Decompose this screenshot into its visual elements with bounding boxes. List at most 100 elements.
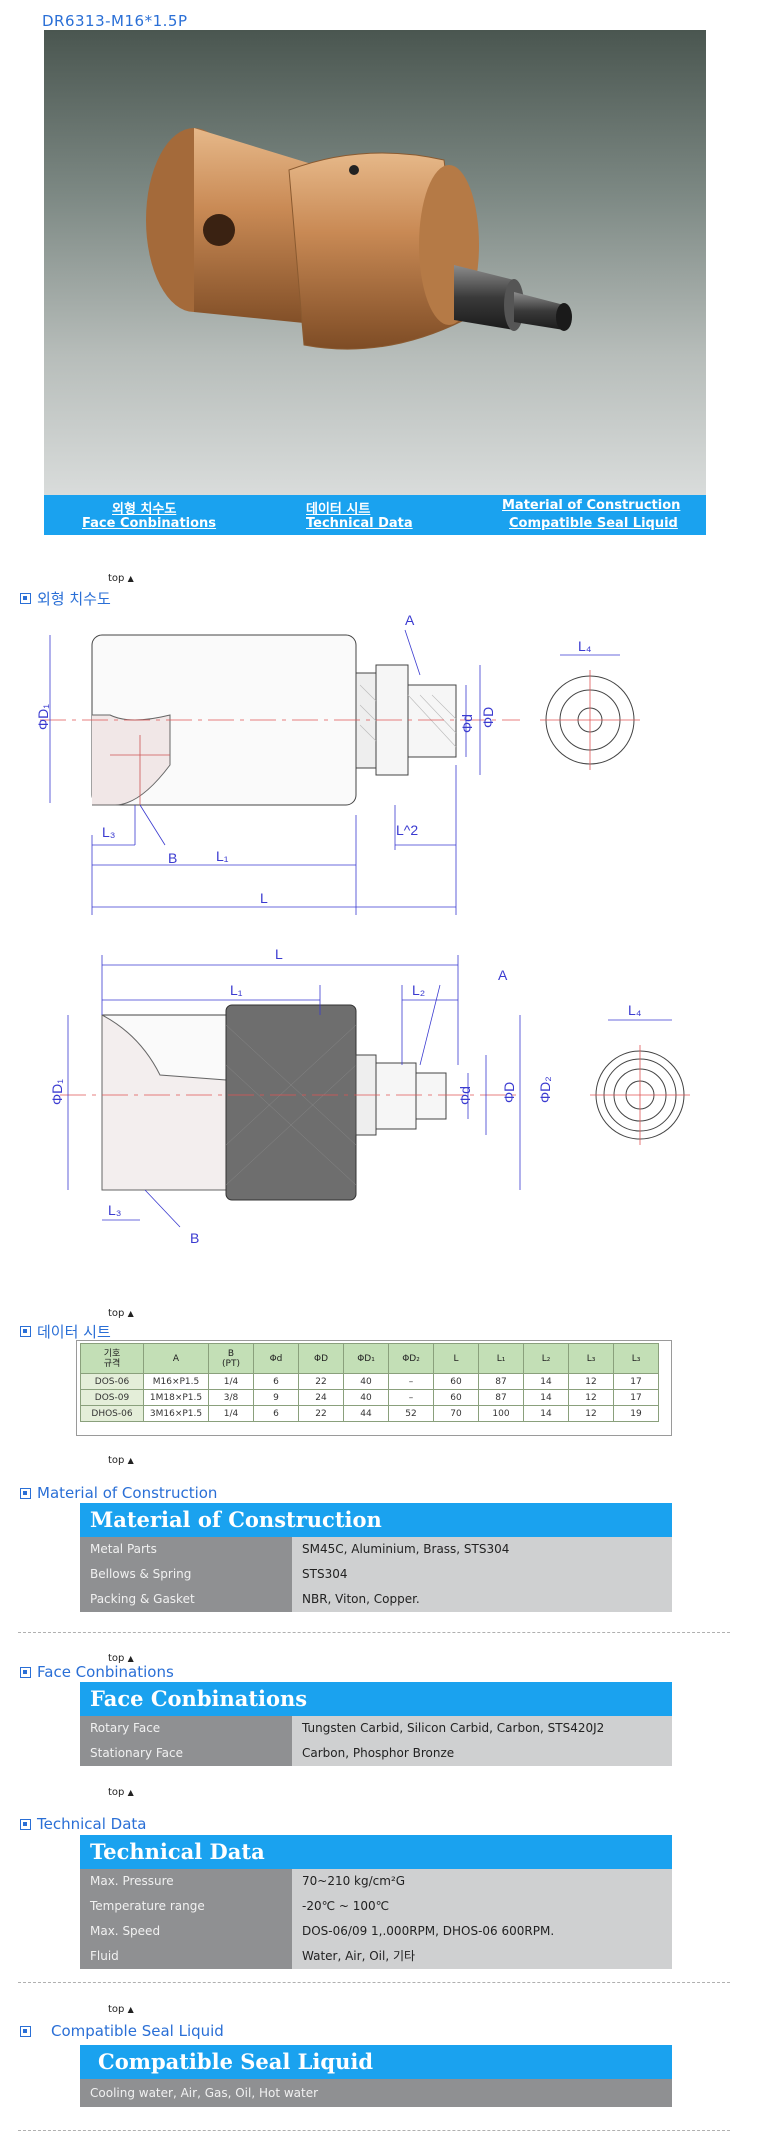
label-phi-d2: ΦD₂ <box>537 1076 553 1103</box>
section-bullet-icon <box>20 1326 31 1337</box>
col-header: A <box>143 1343 209 1374</box>
model-title: DR6313-M16*1.5P <box>42 12 188 30</box>
top-label: top <box>108 573 125 584</box>
table-cell: DOS-06 <box>80 1373 144 1390</box>
top-link[interactable]: top ▲ <box>108 2004 134 2015</box>
table-cell: 17 <box>613 1389 659 1406</box>
divider <box>18 1632 730 1633</box>
label-phi-d1-bottom: ΦD₁ <box>49 1079 65 1105</box>
section-title: Technical Data <box>37 1815 147 1833</box>
spec-value: DOS-06/09 1,.000RPM, DHOS-06 600RPM. <box>292 1919 672 1944</box>
label-l-bottom: L <box>275 946 283 962</box>
table-cell: 22 <box>298 1373 344 1390</box>
table-cell: 14 <box>523 1405 569 1422</box>
table-cell: 1/4 <box>208 1405 254 1422</box>
top-label: top <box>108 1308 125 1319</box>
section-bullet-icon <box>20 593 31 604</box>
table-cell: 12 <box>568 1405 614 1422</box>
seal-text: Cooling water, Air, Gas, Oil, Hot water <box>80 2079 672 2107</box>
spec-value: Carbon, Phosphor Bronze <box>292 1741 672 1766</box>
dimension-drawing: ΦD₁ ΦD Φd A B L₃ L₁ L L^2 L₄ <box>20 605 740 1275</box>
col-header: L <box>433 1343 479 1374</box>
spec-key: Stationary Face <box>80 1741 292 1766</box>
top-label: top <box>108 1455 125 1466</box>
table-cell: 3M16×P1.5 <box>143 1405 209 1422</box>
label-phi-d-bottom: ΦD <box>501 1082 517 1103</box>
label-l1-bottom: L₁ <box>230 982 243 998</box>
table-cell: 19 <box>613 1405 659 1422</box>
table-cell: 6 <box>253 1405 299 1422</box>
label-phi-d1: ΦD₁ <box>35 704 51 730</box>
table-cell: 40 <box>343 1373 389 1390</box>
up-arrow-icon: ▲ <box>127 1788 134 1797</box>
section-nav: 외형 치수도 데이터 시트 Material of Construction F… <box>44 495 706 535</box>
col-header: Φd <box>253 1343 299 1374</box>
spec-key: Max. Pressure <box>80 1869 292 1894</box>
section-bullet-icon <box>20 1818 31 1830</box>
col-header: L₁ <box>478 1343 524 1374</box>
top-link[interactable]: top ▲ <box>108 1787 134 1798</box>
spec-value: 70~210 kg/cm²G <box>292 1869 672 1894</box>
nav-link-technical[interactable]: Technical Data <box>306 516 413 531</box>
table-cell: 3/8 <box>208 1389 254 1406</box>
label-l3-bottom: L₃ <box>108 1202 122 1218</box>
nav-link-dimensions[interactable]: 외형 치수도 <box>112 502 177 517</box>
nav-link-seal[interactable]: Compatible Seal Liquid <box>509 516 678 531</box>
table-cell: 60 <box>433 1373 479 1390</box>
spec-value: Tungsten Carbid, Silicon Carbid, Carbon,… <box>292 1716 672 1741</box>
table-cell: 1M18×P1.5 <box>143 1389 209 1406</box>
label-l4-top: L₄ <box>578 638 592 654</box>
table-cell: 22 <box>298 1405 344 1422</box>
label-l1-top: L₁ <box>216 848 229 864</box>
table-cell: 14 <box>523 1373 569 1390</box>
spec-value: NBR, Viton, Copper. <box>292 1587 672 1612</box>
up-arrow-icon: ▲ <box>127 1654 134 1663</box>
table-cell: DOS-09 <box>80 1389 144 1406</box>
drawing-top-view: ΦD₁ ΦD Φd A B L₃ L₁ L L^2 L₄ <box>35 612 640 915</box>
top-label: top <box>108 1787 125 1798</box>
drawing-bottom-view: L L₁ L₂ A B L₃ ΦD₁ ΦD₂ ΦD Φd L₄ <box>49 946 690 1246</box>
section-title: Compatible Seal Liquid <box>51 2022 224 2040</box>
table-cell: 60 <box>433 1389 479 1406</box>
top-label: top <box>108 1653 125 1664</box>
col-header: ΦD₂ <box>388 1343 434 1374</box>
section-title: Material of Construction <box>37 1484 218 1502</box>
nav-link-material[interactable]: Material of Construction <box>502 498 681 513</box>
spec-value: -20℃ ~ 100℃ <box>292 1894 672 1919</box>
label-lcaret2: L^2 <box>396 822 418 838</box>
nav-link-datasheet[interactable]: 데이터 시트 <box>306 502 371 517</box>
up-arrow-icon: ▲ <box>127 1309 134 1318</box>
spec-value: Water, Air, Oil, 기타 <box>292 1944 672 1969</box>
spec-key: Rotary Face <box>80 1716 292 1741</box>
col-header: ΦD₁ <box>343 1343 389 1374</box>
top-label: top <box>108 2004 125 2015</box>
label-a-top: A <box>405 612 415 628</box>
up-arrow-icon: ▲ <box>127 574 134 583</box>
spec-value: SM45C, Aluminium, Brass, STS304 <box>292 1537 672 1562</box>
section-heading-datasheet: 데이터 시트 <box>20 1321 111 1342</box>
label-l4-bottom: L₄ <box>628 1002 642 1018</box>
table-cell: 12 <box>568 1389 614 1406</box>
table-cell: 1/4 <box>208 1373 254 1390</box>
top-link[interactable]: top ▲ <box>108 573 134 584</box>
label-phi-d-small-bottom: Φd <box>457 1086 473 1105</box>
top-link[interactable]: top ▲ <box>108 1308 134 1319</box>
top-link[interactable]: top ▲ <box>108 1653 134 1664</box>
table-cell: 14 <box>523 1389 569 1406</box>
label-l3-top: L₃ <box>102 824 116 840</box>
col-header: L₃ <box>568 1343 614 1374</box>
nav-link-face[interactable]: Face Conbinations <box>82 516 217 531</box>
table-cell: 40 <box>343 1389 389 1406</box>
section-heading-material: Material of Construction <box>20 1484 217 1502</box>
top-link[interactable]: top ▲ <box>108 1455 134 1466</box>
spec-key: Max. Speed <box>80 1919 292 1944</box>
rotary-joint-image <box>146 128 572 350</box>
seal-title: Compatible Seal Liquid <box>80 2045 672 2079</box>
spec-key: Metal Parts <box>80 1537 292 1562</box>
spec-key: Packing & Gasket <box>80 1587 292 1612</box>
